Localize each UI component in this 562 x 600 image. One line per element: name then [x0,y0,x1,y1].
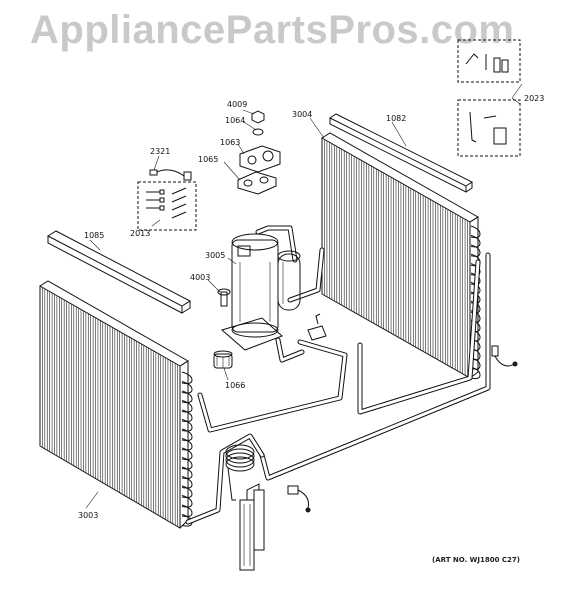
label-1063: 1063 [220,138,240,147]
leader-lines [85,83,523,509]
condenser-coil-right[interactable] [321,132,479,379]
terminal-washer[interactable] [252,128,264,136]
label-3003: 3003 [78,511,98,520]
label-3005: 3005 [205,251,225,260]
label-1066: 1066 [225,381,245,390]
label-3004: 3004 [292,110,312,119]
label-2321: 2321 [150,147,170,156]
label-4009: 4009 [227,100,247,109]
coil-bends-left [181,371,193,527]
watermark-text: AppliancePartsPros.com [30,8,515,52]
connector-kit[interactable] [137,181,197,231]
sensor-clip[interactable] [287,485,311,513]
sensor-wire-right[interactable] [491,345,518,367]
wire-harness[interactable] [149,169,192,181]
art-number: (ART NO. WJ1800 C27) [432,556,520,564]
label-1065: 1065 [198,155,218,164]
bracket-small[interactable] [307,313,327,341]
label-1082: 1082 [386,114,406,123]
label-1085: 1085 [84,231,104,240]
refrigerant-piping[interactable] [185,225,491,525]
terminal-nut[interactable] [251,110,265,124]
label-4003: 4003 [190,273,210,282]
kit-2023-bottom[interactable] [457,99,521,157]
label-2023: 2023 [524,94,544,103]
terminal-cover[interactable] [239,145,281,173]
evaporator-coil-left[interactable] [39,280,189,529]
compressor[interactable] [220,233,301,351]
top-rail-1085[interactable] [47,230,192,314]
compressor-grommet[interactable] [213,350,233,369]
label-2013: 2013 [130,229,150,238]
label-1064: 1064 [225,116,245,125]
mounting-bolt[interactable] [217,288,231,307]
filter-drier[interactable] [239,483,265,571]
terminal-gasket[interactable] [237,171,277,195]
capillary-coil[interactable] [225,444,255,501]
top-rail-1082[interactable] [329,113,473,193]
kit-2023-top[interactable] [457,39,521,83]
